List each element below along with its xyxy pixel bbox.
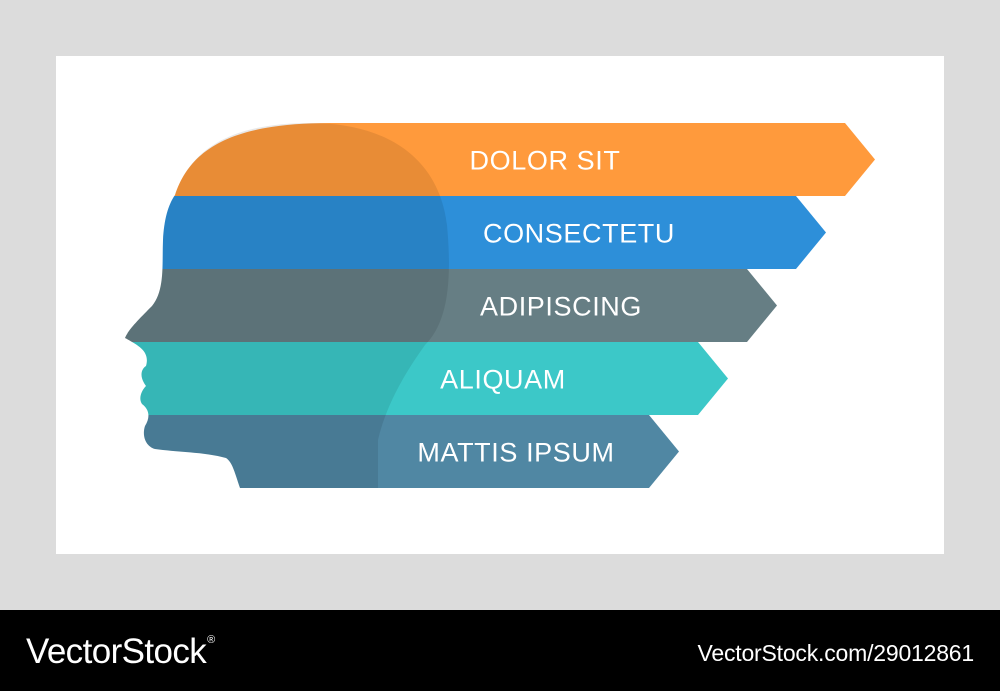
band-label-aliquam: ALIQUAM bbox=[440, 365, 566, 395]
band-label-consectetu: CONSECTETU bbox=[483, 219, 675, 249]
head-shade-consectetu bbox=[125, 196, 449, 269]
labels-layer: DOLOR SIT CONSECTETU ADIPISCING ALIQUAM MATT… bbox=[417, 146, 675, 468]
image-credit: VectorStock.com/29012861 bbox=[697, 640, 975, 666]
arrow-band-consectetu bbox=[120, 196, 826, 269]
bands-layer bbox=[100, 110, 875, 500]
band-label-dolor-sit: DOLOR SIT bbox=[470, 146, 621, 176]
logo-text: VectorStock bbox=[26, 632, 207, 671]
band-label-adipiscing: ADIPISCING bbox=[480, 292, 642, 322]
watermark-footer: VectorStock® VectorStock.com/29012861 bbox=[0, 610, 1000, 691]
arrow-band-aliquam bbox=[120, 342, 728, 415]
arrow-band-dolor-sit bbox=[120, 123, 875, 196]
arrow-band-mattis-ipsum bbox=[120, 415, 679, 488]
silhouette-cutout bbox=[100, 110, 330, 500]
logo-registered-mark: ® bbox=[207, 634, 215, 646]
image-stage: DOLOR SIT CONSECTETU ADIPISCING ALIQUAM MATT… bbox=[56, 56, 944, 554]
head-infographic: DOLOR SIT CONSECTETU ADIPISCING ALIQUAM MATT… bbox=[100, 110, 875, 500]
arrow-band-adipiscing bbox=[120, 269, 777, 342]
head-shade-dolor-sit bbox=[125, 123, 449, 196]
vectorstock-logo: VectorStock® bbox=[26, 632, 215, 672]
band-label-mattis-ipsum: MATTIS IPSUM bbox=[417, 438, 614, 468]
